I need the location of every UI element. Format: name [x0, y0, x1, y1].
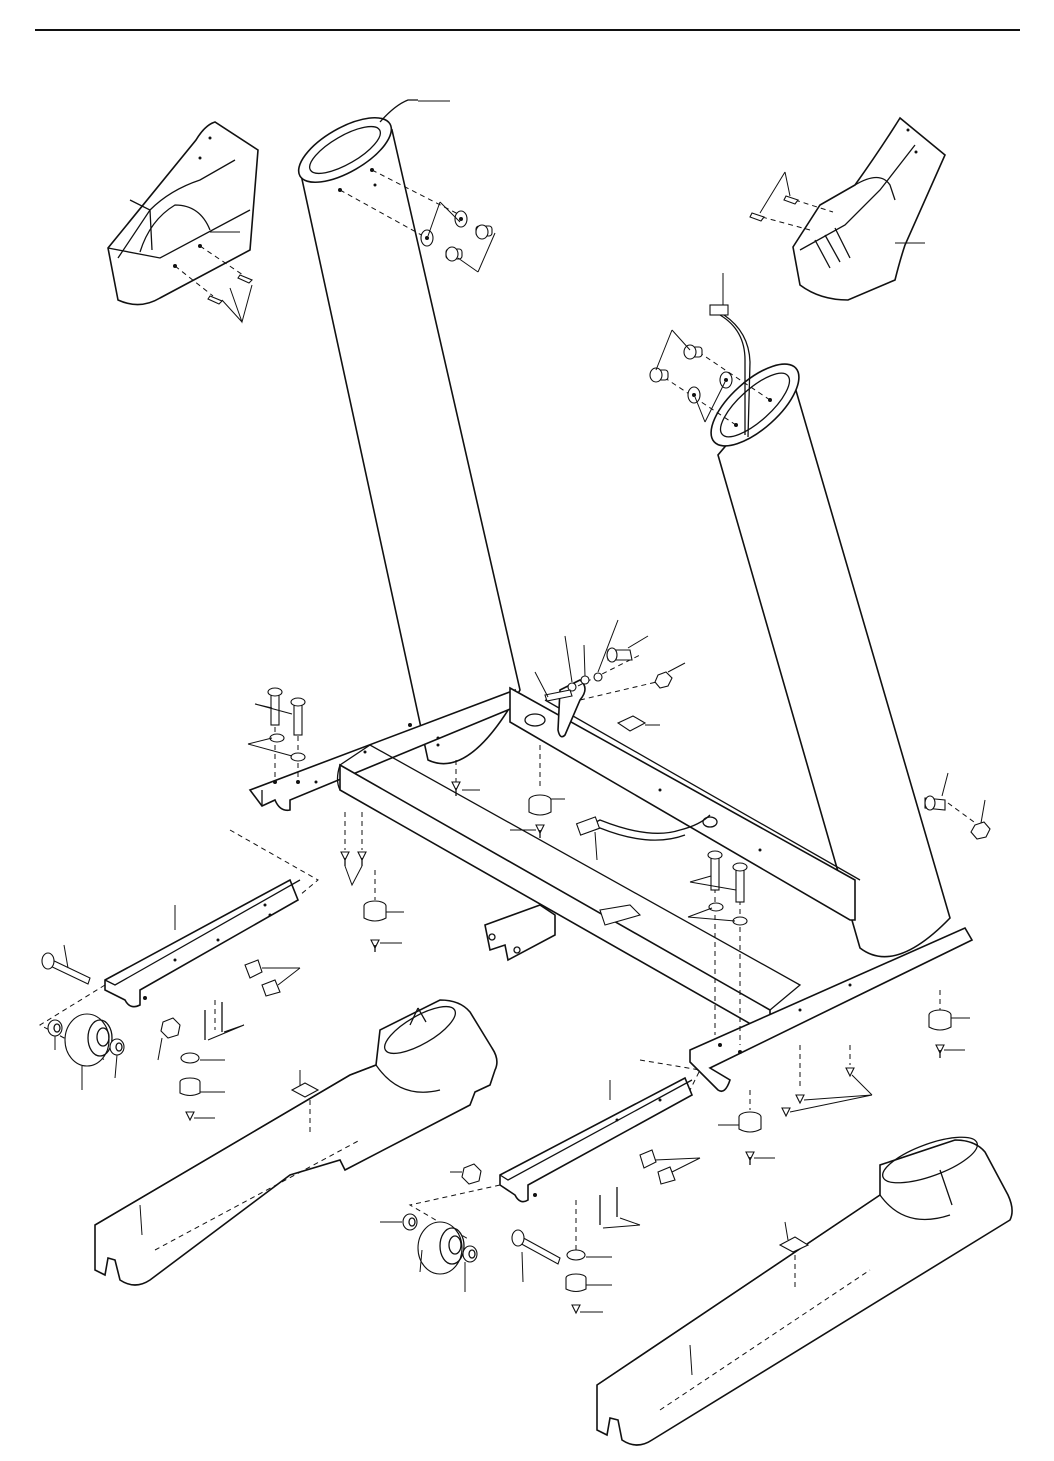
left-base-rail	[104, 878, 301, 1008]
left-base-cover	[94, 999, 498, 1286]
right-upright-hardware	[649, 329, 771, 426]
right-base-rail	[499, 1076, 694, 1203]
frame-wire-harness	[575, 814, 718, 861]
right-wheel-spacers	[380, 1163, 482, 1292]
left-upright	[297, 116, 521, 765]
base-frame	[248, 679, 974, 1093]
left-rail-foot	[179, 1052, 225, 1122]
left-wheel	[64, 1013, 113, 1090]
left-wheel-spacers	[47, 1017, 181, 1079]
wire-harness-upper	[379, 99, 450, 123]
pivot-hardware	[534, 619, 686, 702]
left-upright-cover	[107, 121, 259, 306]
right-wheel	[417, 1221, 465, 1275]
right-axle-bolt	[511, 1229, 561, 1283]
left-cover-screws	[174, 245, 253, 324]
wire-harness-console	[709, 273, 751, 438]
right-upright	[710, 363, 951, 958]
right-cover-screws	[749, 171, 834, 231]
left-rail-clips	[204, 959, 301, 1041]
right-upright-cover	[792, 116, 946, 301]
right-base-cover	[596, 1136, 1013, 1446]
decal-pad-frame	[616, 715, 660, 732]
frame-bolts-right	[687, 850, 748, 1045]
right-rail-clips	[599, 1149, 701, 1229]
frame-bolts-left	[247, 687, 306, 782]
frame-screws	[340, 812, 873, 1118]
left-base-rail-dashes	[38, 829, 319, 1061]
right-rail-foot	[565, 1200, 612, 1315]
right-side-bolt	[924, 772, 991, 840]
leveling-feet	[363, 745, 970, 1165]
left-upright-hardware	[339, 169, 496, 273]
left-axle-bolt	[41, 944, 91, 985]
